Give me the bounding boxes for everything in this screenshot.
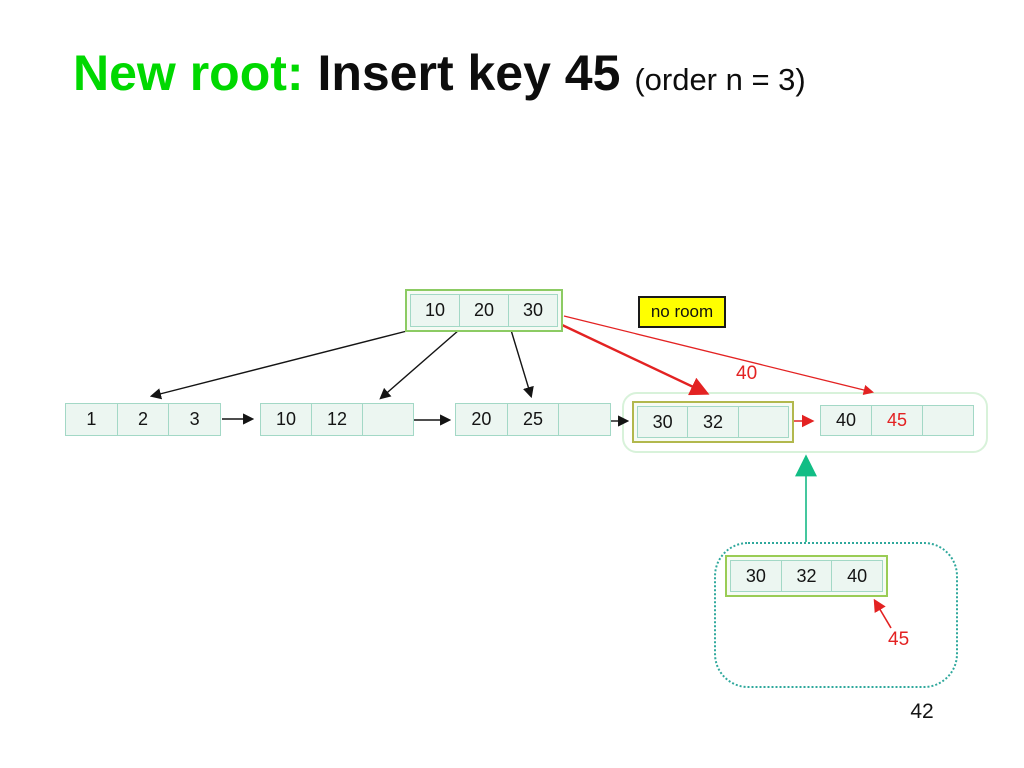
node-cell: 20: [455, 403, 508, 436]
slide-title: New root: Insert key 45 (order n = 3): [73, 40, 806, 119]
root-to-leaf1-arrow: [149, 330, 408, 400]
tree-root-node: 10 20 30: [405, 289, 563, 332]
root-to-overflow-red-arrow: [559, 322, 710, 396]
leaf-node-3: 20 25: [455, 403, 612, 436]
root-to-leaf3-arrow: [510, 329, 534, 399]
node-cell: 10: [410, 294, 460, 327]
new-key-label: 45: [888, 629, 910, 650]
node-cell: 25: [506, 403, 560, 436]
node-cell: 10: [260, 403, 312, 436]
overflow-key-label: 40: [736, 363, 758, 384]
no-room-callout: no room: [638, 296, 726, 328]
node-cell-new-key: 45: [871, 405, 923, 436]
node-cell: 1: [65, 403, 118, 436]
title-highlight: New root:: [73, 45, 304, 101]
split-result-node: 30 32 40: [725, 555, 888, 597]
node-cell: 2: [116, 403, 170, 436]
title-main: Insert key 45: [303, 45, 635, 101]
node-cell: 30: [730, 560, 782, 592]
node-cell: 40: [820, 405, 872, 436]
node-cell: [558, 403, 612, 436]
node-cell: 12: [311, 403, 363, 436]
node-cell: 20: [459, 294, 509, 327]
node-cell: 30: [508, 294, 558, 327]
root-to-leaf2-arrow: [379, 329, 460, 400]
leaf-node-4-overflow: 30 32: [632, 401, 794, 443]
node-cell: 32: [780, 560, 833, 592]
node-cell: 30: [637, 406, 689, 438]
leaf-node-2: 10 12: [260, 403, 414, 436]
page-number: 42: [910, 700, 934, 723]
title-note: (order n = 3): [634, 62, 806, 97]
node-cell: [737, 406, 789, 438]
split-preview-box: [714, 542, 958, 688]
node-cell: 3: [168, 403, 222, 436]
node-cell: 40: [831, 560, 884, 592]
node-cell: [922, 405, 974, 436]
leaf-node-1: 1 2 3: [65, 403, 222, 436]
node-cell: [362, 403, 414, 436]
node-cell: 32: [687, 406, 739, 438]
leaf-node-5-new: 40 45: [820, 405, 974, 436]
